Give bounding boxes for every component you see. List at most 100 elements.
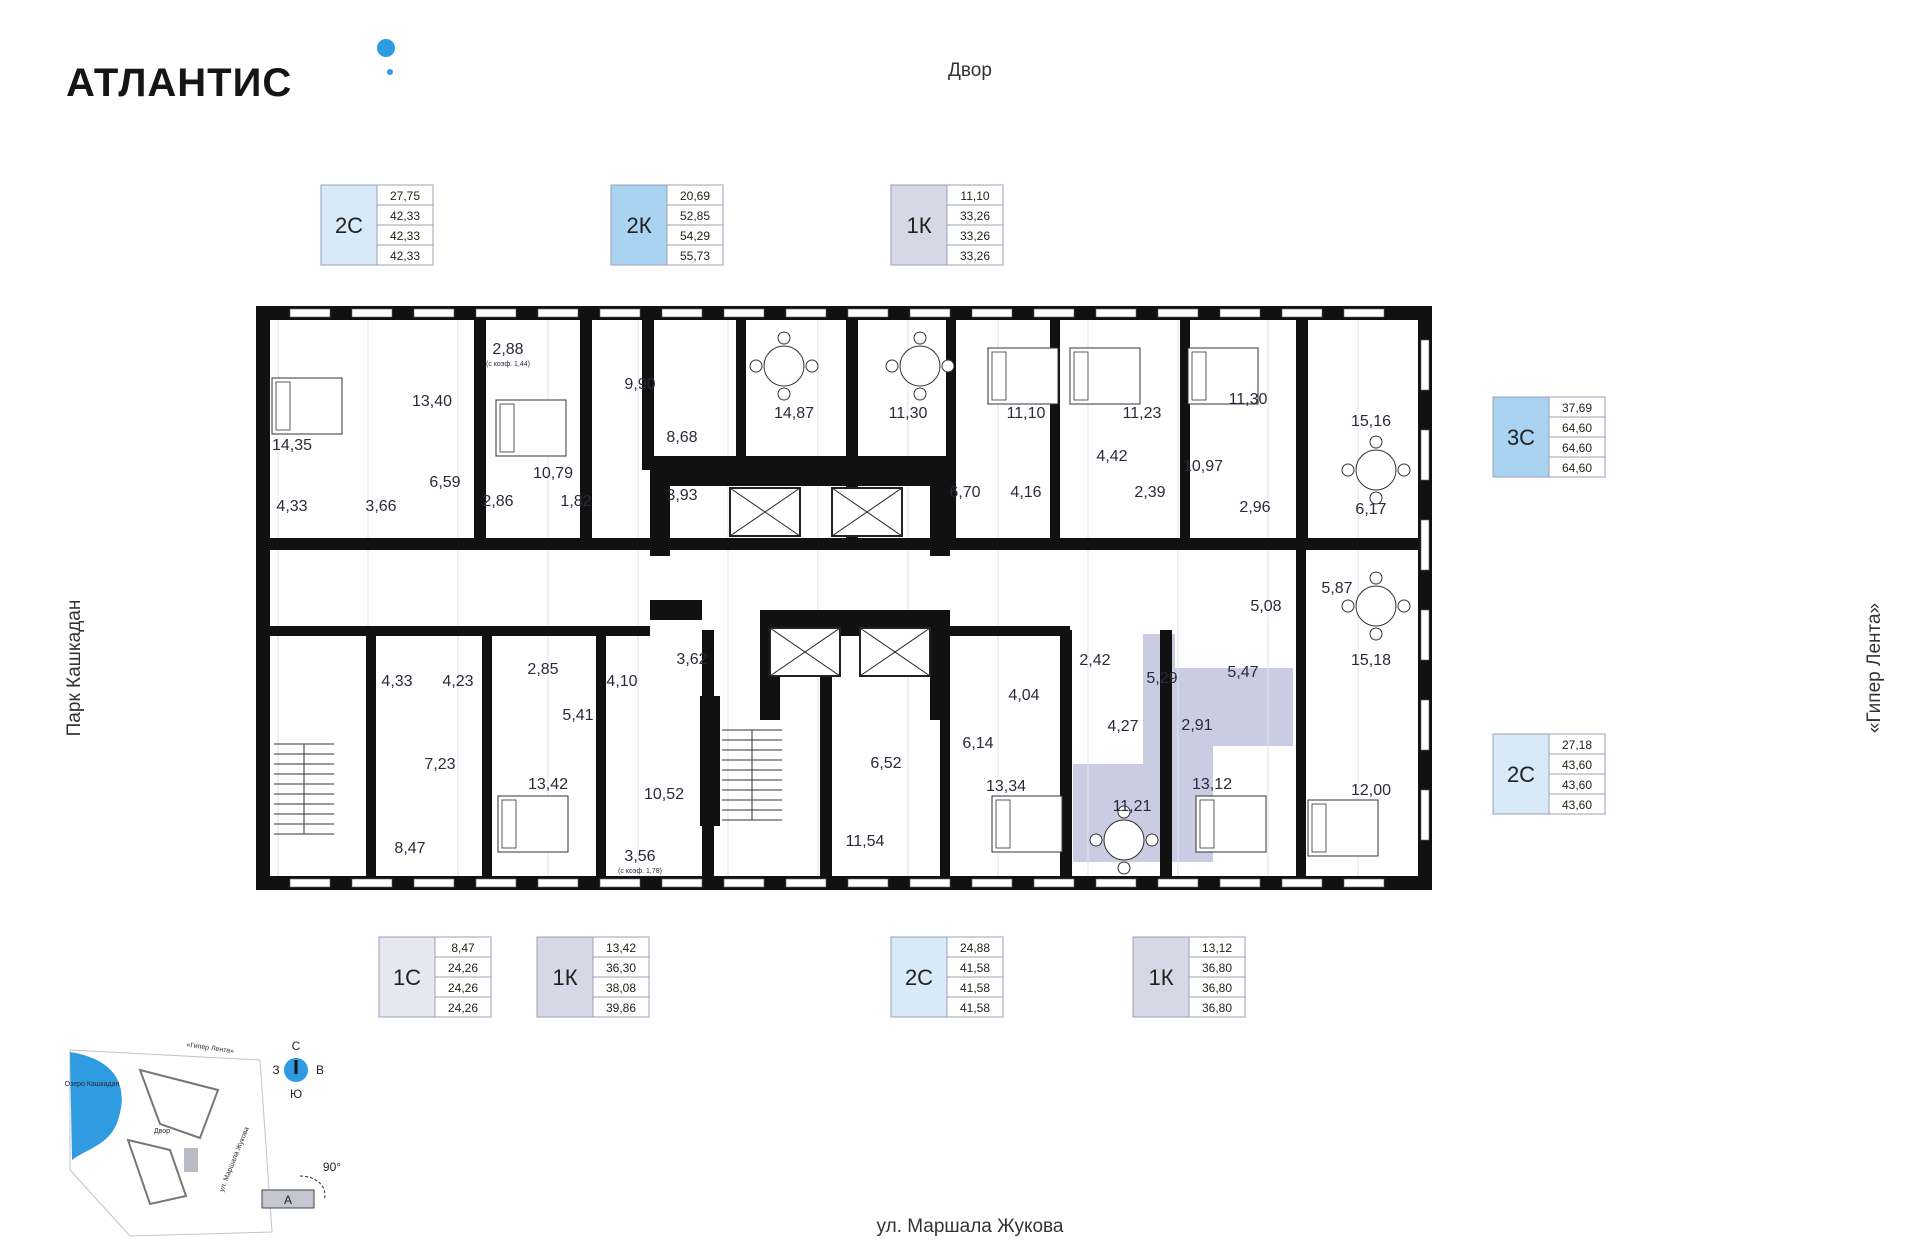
room-area-label: 3,93 — [666, 487, 697, 504]
building-letter: А — [284, 1193, 292, 1207]
room-area-label: 4,42 — [1096, 448, 1127, 465]
apartment-area-value: 42,33 — [390, 229, 420, 243]
apartment-area-value: 64,60 — [1562, 441, 1592, 455]
room-area-label: 11,21 — [1113, 798, 1152, 815]
apartment-type-code: 2С — [335, 213, 363, 238]
elevator-cross — [729, 487, 801, 537]
room-area-label: 4,16 — [1010, 484, 1041, 501]
elevator-shaft — [859, 627, 931, 677]
apartment-area-value: 20,69 — [680, 189, 710, 203]
chair — [885, 359, 899, 373]
wall — [930, 456, 950, 556]
room-area-label: 10,79 — [533, 465, 573, 482]
window — [1420, 609, 1430, 661]
window — [413, 878, 455, 888]
chair — [1341, 599, 1355, 613]
room-area-label: 14,35 — [272, 437, 312, 454]
room-area-label: 10,97 — [1183, 458, 1223, 475]
dining-table — [885, 331, 955, 401]
chair — [1117, 805, 1131, 819]
chair — [805, 359, 819, 373]
wall — [1296, 550, 1306, 880]
apartment-area-value: 13,42 — [606, 941, 636, 955]
table-top — [1355, 449, 1397, 491]
chair — [1369, 435, 1383, 449]
wall — [946, 320, 956, 550]
bed-pillow — [991, 351, 1007, 401]
coefficient-note: (с коэф. 1,44) — [486, 361, 530, 368]
room-area-label: 8,47 — [394, 840, 425, 857]
wall — [650, 456, 950, 486]
apartment-tag-swatch — [378, 936, 436, 1018]
room-area-label: 5,29 — [1146, 670, 1177, 687]
apartment-type-code: 2С — [905, 965, 933, 990]
room-area-label: 6,14 — [962, 735, 993, 752]
apartment-area-value: 27,75 — [390, 189, 420, 203]
bed-pillow — [501, 799, 517, 849]
window — [1420, 699, 1430, 751]
room-area-label: 6,70 — [949, 484, 980, 501]
room-area-label: 3,56 — [624, 848, 655, 865]
chair — [913, 331, 927, 345]
wall — [820, 630, 832, 880]
table-top — [1355, 585, 1397, 627]
apartment-area-value: 33,26 — [960, 249, 990, 263]
bed-pillow — [499, 403, 515, 453]
window — [1157, 878, 1199, 888]
apartment-area-value: 36,80 — [1202, 961, 1232, 975]
apartment-area-value: 41,58 — [960, 1001, 990, 1015]
apartment-area-value: 36,30 — [606, 961, 636, 975]
bed — [1195, 795, 1267, 853]
wall — [736, 320, 746, 470]
window — [1281, 878, 1323, 888]
chair — [777, 387, 791, 401]
apartment-area-value: 38,08 — [606, 981, 636, 995]
elevator-cross — [859, 627, 931, 677]
window — [909, 308, 951, 318]
room-area-label: 5,47 — [1227, 664, 1258, 681]
apartment-area-value: 11,10 — [960, 189, 989, 203]
street-label-north: Двор — [948, 60, 992, 81]
wall — [940, 630, 950, 880]
apartment-area-value: 13,12 — [1202, 941, 1232, 955]
compass-south: Ю — [290, 1087, 302, 1101]
room-area-label: 4,33 — [276, 498, 307, 515]
chair — [1369, 571, 1383, 585]
chair — [1369, 491, 1383, 505]
building-plan — [256, 306, 1432, 890]
logo-dot-small — [387, 69, 393, 75]
window — [1281, 308, 1323, 318]
room-area-label: 4,33 — [381, 673, 412, 690]
apartment-tag-swatch — [890, 936, 948, 1018]
window — [661, 308, 703, 318]
bed — [987, 347, 1059, 405]
bed — [1307, 799, 1379, 857]
room-area-label: 3,66 — [365, 498, 396, 515]
apartment-tag-swatch — [536, 936, 594, 1018]
apartment-type-code: 2С — [1507, 762, 1535, 787]
apartment-type-code: 1С — [393, 965, 421, 990]
apartment-type-code: 1К — [906, 213, 931, 238]
logo-text: АТЛАНТИС — [66, 61, 292, 105]
apartment-area-value: 8,47 — [451, 941, 475, 955]
wall — [474, 320, 486, 550]
dining-table — [1341, 571, 1411, 641]
bed-pillow — [1199, 799, 1215, 849]
room-area-label: 5,08 — [1250, 598, 1281, 615]
current-building-marker — [184, 1148, 198, 1172]
room-area-label: 2,85 — [527, 661, 558, 678]
apartment-area-value: 55,73 — [680, 249, 710, 263]
room-area-label: 4,23 — [442, 673, 473, 690]
site-yard-label: Двор — [154, 1128, 170, 1135]
apartment-area-value: 42,33 — [390, 249, 420, 263]
wall — [270, 538, 1418, 550]
window — [351, 878, 393, 888]
lake-shape — [70, 1052, 122, 1160]
bed-pillow — [995, 799, 1011, 849]
apartment-area-value: 52,85 — [680, 209, 710, 223]
staircase — [274, 743, 334, 835]
